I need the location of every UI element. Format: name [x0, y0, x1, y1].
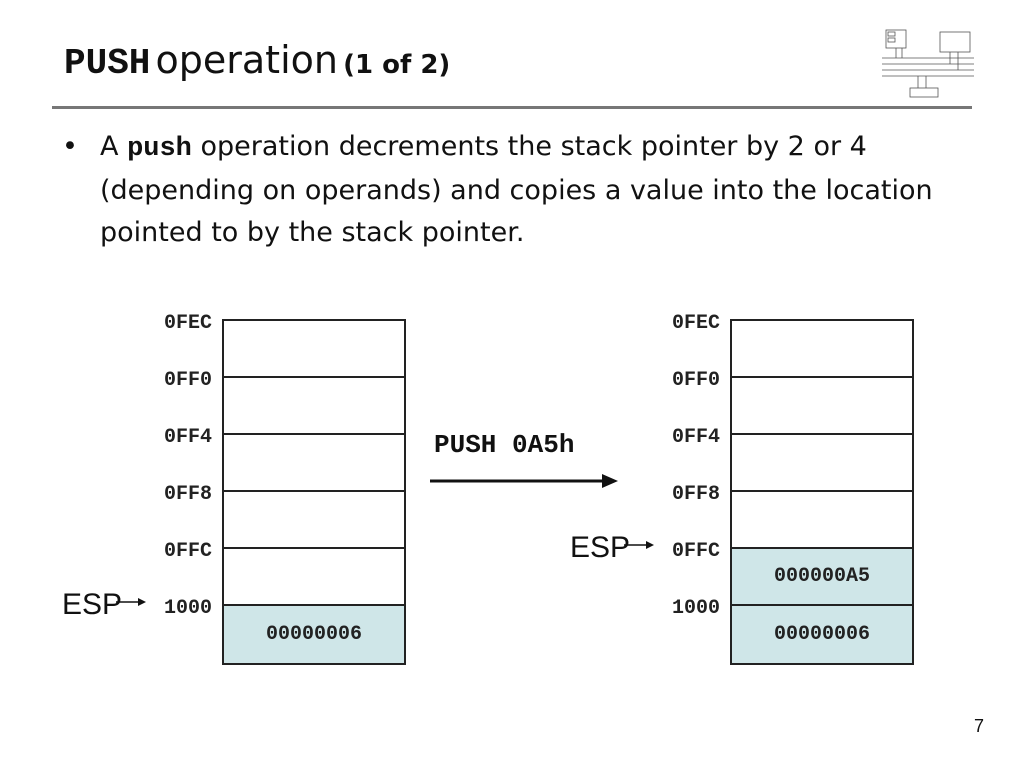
address-label: 0FF8: [671, 483, 720, 506]
address-label: 0FFC: [163, 540, 212, 563]
stack-cell: [732, 378, 912, 435]
title-divider: [52, 106, 972, 109]
esp-pointer-arrow-icon: [116, 598, 146, 606]
computer-architecture-diagram-icon: [882, 29, 974, 98]
stack-before: 00000006: [222, 319, 406, 665]
slide-title: PUSH operation (1 of 2): [64, 38, 450, 84]
right-arrow-icon: [430, 474, 618, 488]
stack-cell: [224, 549, 404, 606]
stack-cell-filled: 00000006: [224, 606, 404, 663]
address-label: 1000: [163, 597, 212, 620]
stack-cell: [224, 435, 404, 492]
title-instruction: PUSH: [64, 43, 151, 84]
push-keyword: push: [127, 134, 192, 164]
address-label: 0FF8: [163, 483, 212, 506]
address-label: 0FEC: [163, 312, 212, 335]
title-word: operation: [155, 38, 338, 82]
operation-label: PUSH 0A5h: [434, 430, 575, 460]
bullet-marker: •: [62, 131, 78, 162]
stack-cell: [224, 378, 404, 435]
stack-after: 000000A5 00000006: [730, 319, 914, 665]
bullet-text: A push operation decrements the stack po…: [100, 131, 933, 248]
esp-label-before: ESP: [62, 588, 123, 621]
address-label: 0FF4: [671, 426, 720, 449]
stack-cell: [732, 435, 912, 492]
title-part: (1 of 2): [343, 50, 451, 80]
stack-cell-filled: 000000A5: [732, 549, 912, 606]
address-label: 0FF0: [163, 369, 212, 392]
page-number: 7: [974, 716, 985, 736]
esp-pointer-arrow-icon: [624, 541, 654, 549]
address-label: 0FF4: [163, 426, 212, 449]
stack-cell: [224, 492, 404, 549]
address-label: 0FEC: [671, 312, 720, 335]
address-label: 0FF0: [671, 369, 720, 392]
stack-cell-filled: 00000006: [732, 606, 912, 663]
stack-cell: [732, 492, 912, 549]
esp-label-after: ESP: [570, 531, 631, 564]
address-label: 0FFC: [671, 540, 720, 563]
stack-cell: [732, 321, 912, 378]
stack-cell: [224, 321, 404, 378]
address-label: 1000: [671, 597, 720, 620]
